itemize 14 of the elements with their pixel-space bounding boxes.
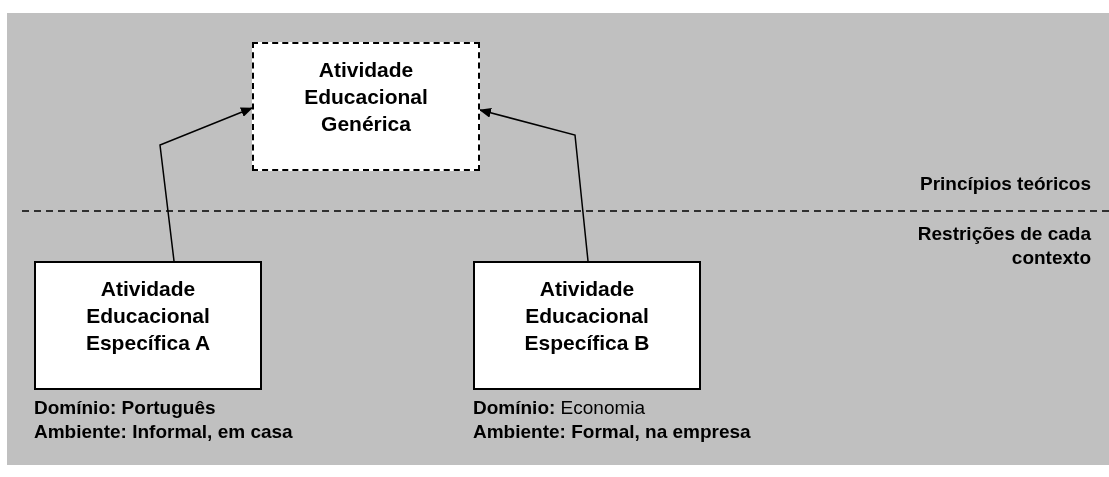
context-note: Domínio: Economia [473,396,647,420]
layer-label: Restrições de cada contexto [916,222,1091,270]
box-title: Atividade Educacional Específica A [84,276,212,356]
layer-label: Princípios teóricos [919,172,1091,196]
activity-box [252,42,480,171]
box-title: Atividade Educacional Específica B [523,276,651,356]
context-note: Domínio: Português [34,396,217,420]
context-note: Ambiente: Formal, na empresa [473,420,751,444]
arrow [479,107,589,262]
activity-box [473,261,701,390]
box-title: Atividade Educacional Genérica [303,57,429,137]
arrow [159,107,253,262]
activity-box [34,261,262,390]
context-note: Ambiente: Informal, em casa [34,420,293,444]
